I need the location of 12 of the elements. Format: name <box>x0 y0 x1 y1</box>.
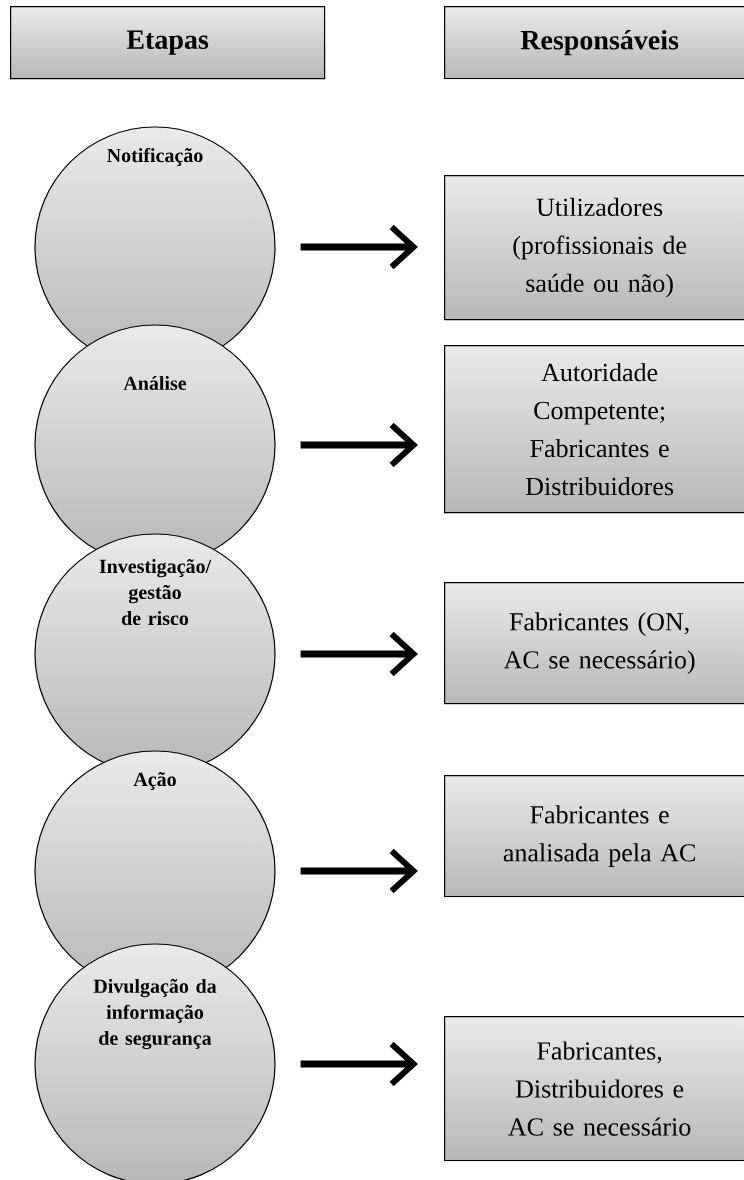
arrow <box>300 848 418 894</box>
arrow <box>300 422 418 468</box>
arrow <box>300 224 418 270</box>
responsible-box: Fabricantes e analisada pela AC <box>444 775 744 898</box>
arrow <box>300 631 418 677</box>
header-box: Responsáveis <box>444 6 744 80</box>
header-box: Etapas <box>10 6 326 80</box>
arrow <box>300 1041 418 1087</box>
responsible-box: Fabricantes (ON, AC se necessário) <box>444 582 744 705</box>
responsible-box: Utilizadores (profissionais de saúde ou não) <box>444 175 744 321</box>
responsible-box: Autoridade Competente; Fabricantes e Distribuidores <box>444 345 744 514</box>
responsible-box: Fabricantes, Distribuidores e AC se necessário <box>444 1016 744 1162</box>
